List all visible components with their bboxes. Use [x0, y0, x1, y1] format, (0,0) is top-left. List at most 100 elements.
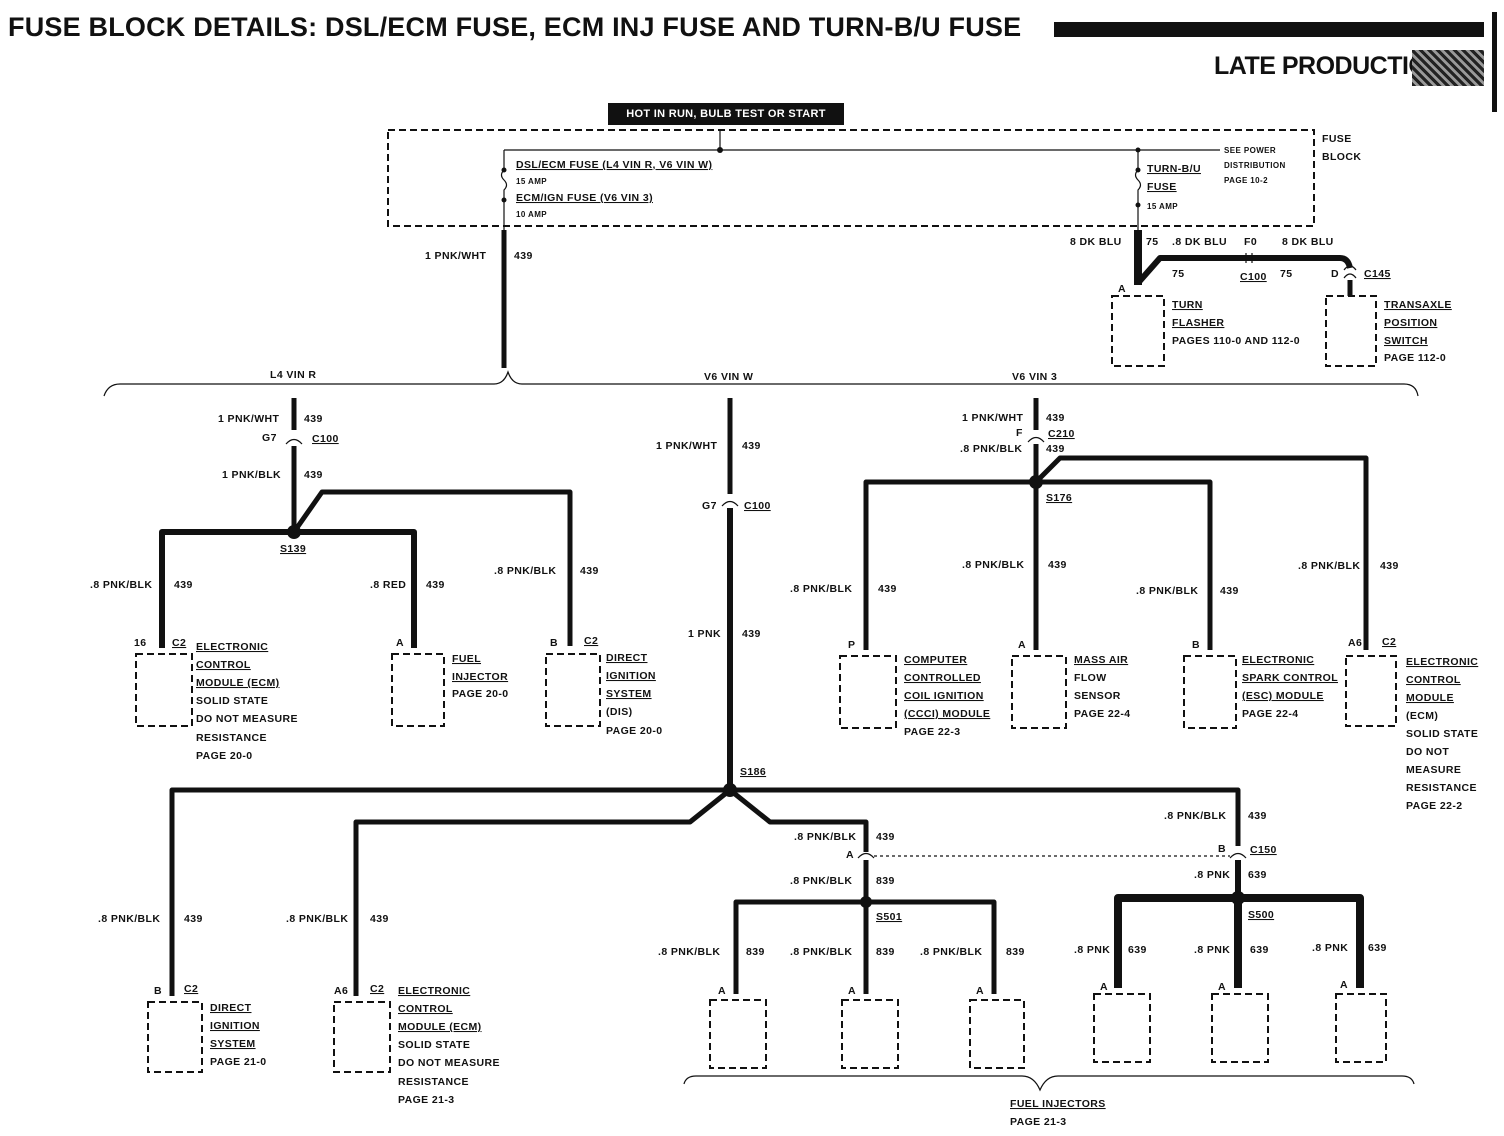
l4-splice-label: S139 [280, 543, 306, 555]
v63-b4-circuit: 439 [1380, 560, 1399, 572]
v63-maf-label-2: FLOW [1074, 672, 1107, 684]
inj5-circuit: 639 [1250, 944, 1269, 956]
v63-splice-label: S176 [1046, 492, 1072, 504]
v6w-ecm-box [333, 1001, 391, 1073]
v6w-injB-conn: C150 [1250, 844, 1277, 856]
l4-branch2-wire-color: .8 RED [370, 579, 406, 591]
v6w-injA-wire-color: .8 PNK/BLK [794, 831, 856, 843]
v6w-s500-right [1238, 894, 1364, 988]
l4-dis-conn: C2 [584, 635, 598, 647]
fuel-injector-4-box [1093, 993, 1151, 1063]
fuse-terminal-dot [501, 167, 507, 173]
page-title: FUSE BLOCK DETAILS: DSL/ECM FUSE, ECM IN… [8, 12, 1022, 42]
ecm-ign-fuse-amp: 10 AMP [516, 210, 547, 219]
v6w-dis-label-4: PAGE 21-0 [210, 1056, 267, 1068]
fuel-injectors-page: PAGE 21-3 [1010, 1116, 1067, 1128]
turn-circuit-2: 75 [1172, 268, 1184, 280]
transaxle-page: PAGE 112-0 [1384, 352, 1446, 364]
v63-ecm-label-1: ELECTRONIC [1406, 656, 1478, 668]
turn-flasher-label-2: FLASHER [1172, 317, 1224, 329]
inj3-circuit: 839 [1006, 946, 1025, 958]
connector-c100-symbol [1245, 253, 1253, 263]
l4-mid-circuit: 439 [304, 469, 323, 481]
l4-ecm-label-4: SOLID STATE [196, 695, 268, 707]
turn-wire-color: 8 DK BLU [1070, 236, 1122, 248]
v63-conn-c210: C210 [1048, 428, 1075, 440]
l4-ecm-label-5: DO NOT MEASURE [196, 713, 298, 725]
v6w-injB-wire-color-2: .8 PNK [1194, 869, 1230, 881]
v6w-dis-label-3: SYSTEM [210, 1038, 256, 1050]
main-feed-wire-color: 1 PNK/WHT [425, 250, 487, 262]
l4-ecm-conn: C2 [172, 637, 186, 649]
v63-ecm-label-2: CONTROL [1406, 674, 1461, 686]
turn-bu-fuse-amp: 15 AMP [1147, 202, 1178, 211]
l4-injector-label-2: INJECTOR [452, 671, 508, 683]
l4-ecm-label-7: PAGE 20-0 [196, 750, 253, 762]
connector-c145: C145 [1364, 268, 1391, 280]
fuel-injectors-brace [683, 1075, 1415, 1092]
v63-esc-label-2: SPARK CONTROL [1242, 672, 1338, 684]
connector-c100: C100 [1240, 271, 1267, 283]
v63-b3-circuit: 439 [1220, 585, 1239, 597]
v6w-ecm-label-7: PAGE 21-3 [398, 1094, 455, 1106]
v63-esc-wire [1036, 479, 1213, 650]
inj5-pin: A [1218, 981, 1226, 993]
v63-b4-wire-color: .8 PNK/BLK [1298, 560, 1360, 572]
v6w-injA-circuit: 439 [876, 831, 895, 843]
l4-branch1-wire-color: .8 PNK/BLK [90, 579, 152, 591]
dsl-ecm-fuse-symbol [500, 150, 508, 230]
page-edge-mark [1492, 12, 1497, 112]
see-power-label-2: DISTRIBUTION [1224, 161, 1286, 170]
l4-ecm-label-1: ELECTRONIC [196, 641, 268, 653]
l4-injector-wire [294, 529, 417, 648]
v6w-splice-s500-label: S500 [1248, 909, 1274, 921]
turn-circuit-3: 75 [1280, 268, 1292, 280]
v6w-ecm-wire [353, 788, 732, 996]
fuse-terminal-dot [1135, 147, 1141, 153]
l4-ecm-label-6: RESISTANCE [196, 732, 267, 744]
l4-mid-wire-color: 1 PNK/BLK [222, 469, 281, 481]
fuse-terminal-dot [501, 197, 507, 203]
v63-top-wire-color: 1 PNK/WHT [962, 412, 1024, 424]
v6w-ecm-label-5: DO NOT MEASURE [398, 1057, 500, 1069]
v63-esc-label-4: PAGE 22-4 [1242, 708, 1299, 720]
see-power-label: SEE POWER [1224, 146, 1276, 155]
l4-branch3-circuit: 439 [580, 565, 599, 577]
l4-branch2-circuit: 439 [426, 579, 445, 591]
v63-ecm-conn: C2 [1382, 636, 1396, 648]
inj6-circuit: 639 [1368, 942, 1387, 954]
v63-mid-wire-color: .8 PNK/BLK [960, 443, 1022, 455]
v6w-injA-circuit-2: 839 [876, 875, 895, 887]
production-label-smudge [1412, 50, 1484, 86]
variant-v6-vin-w: V6 VIN W [704, 371, 753, 383]
v63-ecm-pin: A6 [1348, 637, 1362, 649]
variant-l4-vin-r: L4 VIN R [270, 369, 316, 381]
l4-conn-pin: G7 [262, 432, 277, 444]
v63-b1-wire-color: .8 PNK/BLK [790, 583, 852, 595]
l4-dis-label-1: DIRECT [606, 652, 648, 664]
fuel-injector-5-box [1211, 993, 1269, 1063]
l4-dis-wire [291, 489, 573, 646]
turn-wire-circuit: 75 [1146, 236, 1158, 248]
fuel-injector-6-box [1335, 993, 1387, 1063]
v63-ecm-box [1345, 655, 1397, 727]
fuel-injector-2-box [841, 999, 899, 1069]
bus-tap-dot [717, 147, 723, 153]
inj4-circuit: 639 [1128, 944, 1147, 956]
v6w-mid-wire-color: 1 PNK [688, 628, 721, 640]
l4-branch1-circuit: 439 [174, 579, 193, 591]
fuel-injectors-label: FUEL INJECTORS [1010, 1098, 1106, 1110]
see-power-label-3: PAGE 10-2 [1224, 176, 1268, 185]
v6w-c150-symbol [1229, 852, 1247, 859]
v6w-dis-box [147, 1001, 203, 1073]
v63-ccci-wire [863, 479, 1036, 650]
fuel-injector-1-box [709, 999, 767, 1069]
v63-ecm-label-7: MEASURE [1406, 764, 1461, 776]
connector-f0: F0 [1244, 236, 1257, 248]
v63-b2-circuit: 439 [1048, 559, 1067, 571]
fuse-terminal-dot [1135, 167, 1141, 173]
v6w-c100-symbol [721, 500, 739, 507]
v63-b1-circuit: 439 [878, 583, 897, 595]
v63-ccci-box [839, 655, 897, 729]
